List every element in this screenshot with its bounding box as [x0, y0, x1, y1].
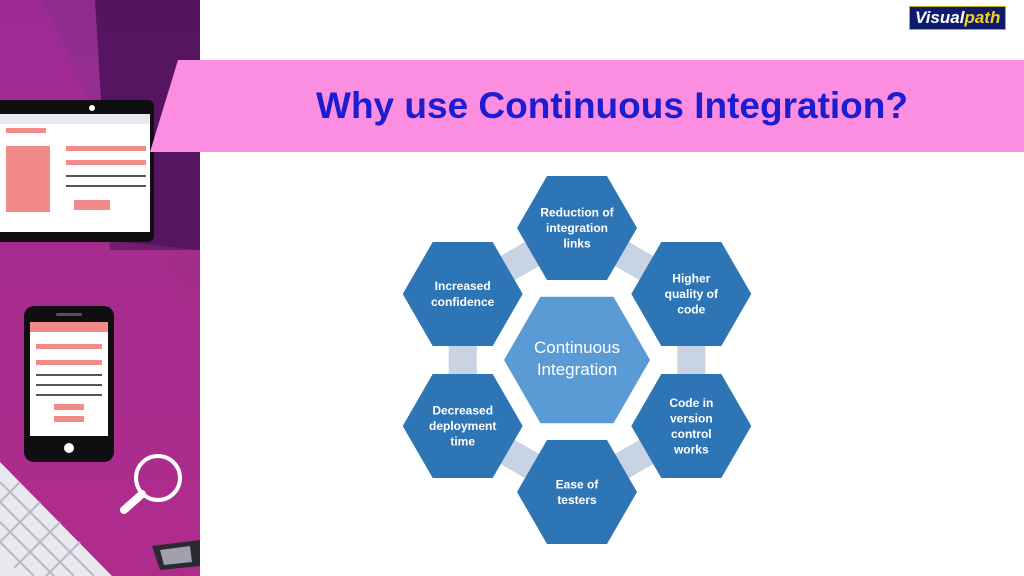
hex-node-shape [631, 374, 752, 478]
hex-node-label-line: works [673, 442, 709, 456]
hex-node-label-line: integration [546, 221, 608, 235]
hex-node-label-line: Increased [435, 279, 491, 293]
hex-node-shape [402, 374, 523, 478]
title-banner [150, 60, 1024, 152]
hex-node-label-line: time [450, 435, 475, 449]
hex-node-label-line: version [670, 411, 713, 425]
hex-node-label-line: confidence [431, 295, 495, 309]
hex-node-label-line: Higher [672, 272, 710, 286]
hex-node-label-line: links [563, 237, 591, 251]
hex-node-label-line: code [677, 303, 705, 317]
hex-node-label-line: Code in [669, 396, 713, 410]
decorative-left-panel [0, 0, 200, 576]
glasses-illustration [152, 540, 200, 570]
page-title: Why use Continuous Integration? [316, 85, 908, 126]
hex-node-label-line: quality of [665, 287, 719, 301]
laptop-illustration [0, 100, 154, 242]
hex-node-shape [517, 176, 637, 280]
center-hex-shape [504, 296, 650, 424]
hex-node-label-line: deployment [429, 419, 496, 433]
hex-node-shape [402, 242, 523, 346]
hex-node-label-line: Decreased [432, 404, 493, 418]
hex-node: Increased confidence [402, 242, 523, 346]
hex-node-label-line: control [671, 427, 712, 441]
magnifier-icon [120, 454, 182, 514]
hex-node-label-line: Ease of [556, 477, 600, 491]
phone-illustration [24, 306, 114, 462]
hex-node-shape [631, 242, 752, 346]
hex-node-shape [517, 440, 637, 544]
logo-text-accent: path [964, 8, 1001, 27]
center-hex-label-line: Integration [537, 360, 617, 379]
center-hex-label-line: Continuous [534, 338, 620, 357]
connector-band [448, 342, 477, 378]
hex-node-label-line: Reduction of [540, 206, 614, 220]
keyboard-illustration [0, 462, 112, 576]
logo-text-main: Visual [915, 8, 965, 27]
hex-node-label-line: testers [557, 493, 597, 507]
hex-node: Ease of testers [517, 440, 637, 544]
connector-band [677, 342, 706, 378]
ci-hexagon-diagram: Reduction ofintegrationlinksHigherqualit… [402, 176, 752, 544]
